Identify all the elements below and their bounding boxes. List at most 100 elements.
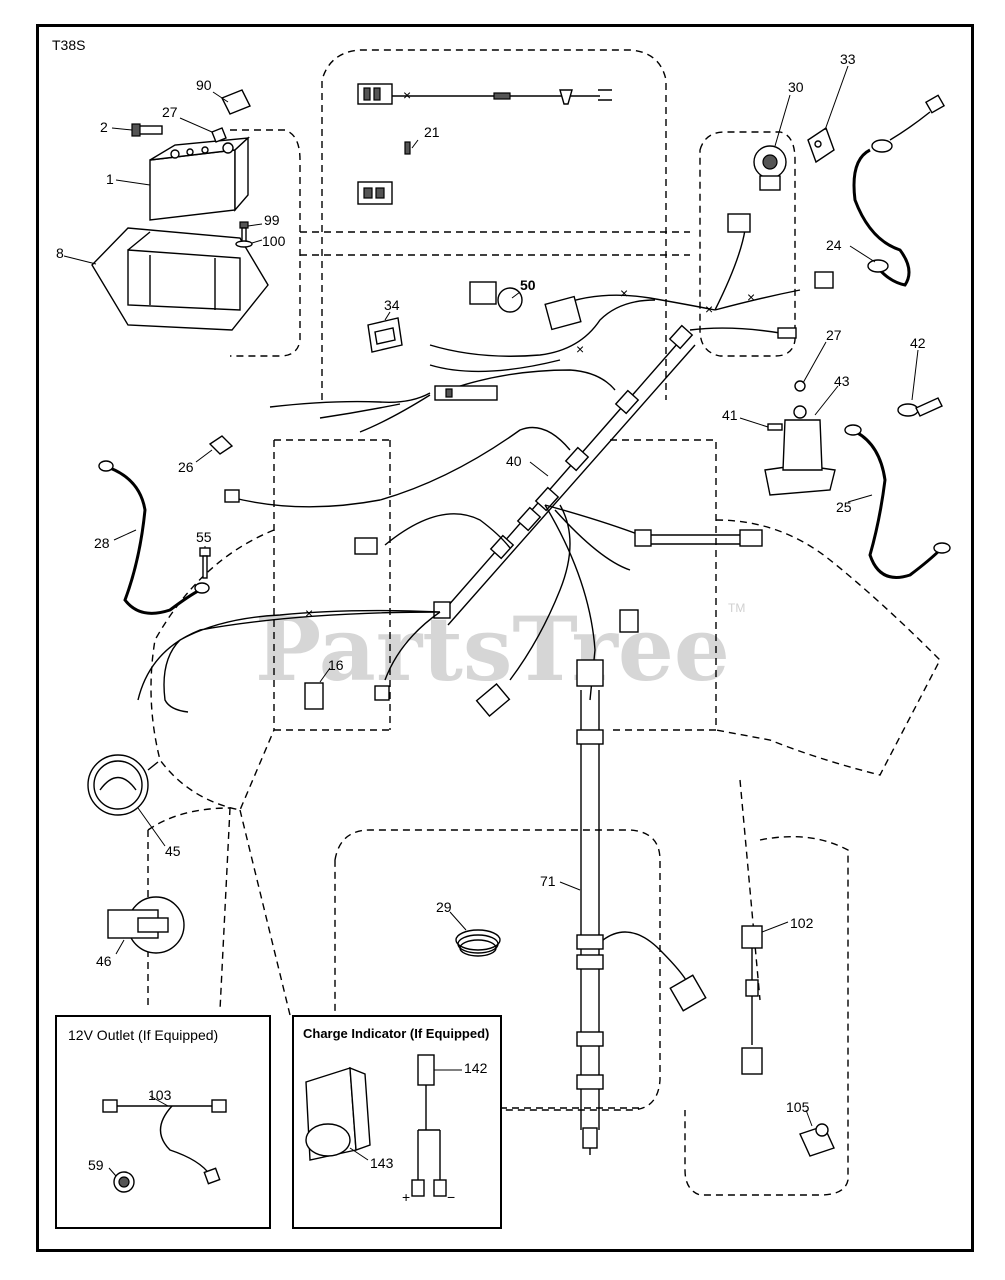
callout-41: 41	[722, 407, 738, 423]
connector-upper-right	[727, 213, 751, 233]
battery-tray	[91, 227, 269, 331]
callout-33: 33	[840, 51, 856, 67]
callout-105: 105	[786, 1099, 810, 1115]
right-fender-outline	[715, 519, 941, 776]
callout-30: 30	[788, 79, 804, 95]
callout-34: 34	[384, 297, 400, 313]
middle-pan-outline	[273, 439, 717, 731]
ammeter-45	[87, 754, 159, 816]
wire-to-lower-plugs	[509, 504, 641, 681]
pto-switch-wire	[429, 299, 656, 357]
callout-25: 25	[836, 499, 852, 515]
wire-to-regulator	[544, 504, 596, 701]
bolt-2	[131, 123, 163, 137]
outlet-box: 12V Outlet (If Equipped)	[55, 1015, 271, 1229]
hood-outline	[321, 49, 667, 400]
lower-right-outline	[684, 779, 849, 1196]
plug-connector	[354, 537, 378, 555]
svg-text:×: ×	[705, 301, 713, 317]
lower-center-outline	[499, 1107, 640, 1190]
harness-clips	[433, 324, 694, 619]
diagram-frame	[36, 24, 974, 1252]
charge-box: Charge Indicator (If Equipped) + −	[292, 1015, 502, 1229]
battery-area-outline	[230, 129, 301, 357]
solenoid-43	[764, 380, 836, 496]
connector-21	[357, 181, 393, 205]
ignition-lead	[229, 426, 571, 508]
clip-26	[208, 435, 234, 455]
callout-50: 50	[520, 277, 536, 293]
watermark-tm: TM	[728, 601, 745, 615]
connector-lower-left	[475, 682, 511, 718]
part-105	[799, 1123, 835, 1157]
wire-coil-29	[455, 929, 501, 957]
callout-2: 2	[100, 119, 108, 135]
svg-text:×: ×	[576, 341, 584, 357]
left-pigtail-wires	[269, 392, 431, 433]
polarity-minus: −	[447, 1189, 455, 1205]
left-fender-outline	[150, 529, 275, 811]
relay-33	[807, 126, 835, 164]
charge-box-title: Charge Indicator (If Equipped)	[303, 1026, 489, 1041]
callout-42: 42	[910, 335, 926, 351]
svg-text:×: ×	[620, 285, 628, 301]
callout-labels: 90 27 2 1 99 100 8 21 30 33 24 50 34 27 …	[56, 51, 926, 1173]
connector-harness-end	[224, 489, 240, 503]
seat-switch-wire	[429, 359, 561, 373]
leader-lines	[63, 65, 919, 1177]
outlet-box-title: 12V Outlet (If Equipped)	[68, 1027, 218, 1043]
callout-143: 143	[370, 1155, 394, 1171]
callout-142: 142	[464, 1060, 488, 1076]
connector-far-right	[814, 271, 834, 289]
callout-28: 28	[94, 535, 110, 551]
callout-16: 16	[328, 657, 344, 673]
left-branch-wire	[439, 369, 616, 394]
right-upper-outline	[699, 131, 796, 357]
callout-55: 55	[196, 529, 212, 545]
diagram-code: T38S	[52, 37, 85, 53]
pto-switch	[469, 281, 582, 331]
connector-regulator	[619, 609, 639, 633]
switch-16	[304, 682, 324, 710]
watermark: PartsTree	[255, 597, 730, 701]
callout-45: 45	[165, 843, 181, 859]
callout-24: 24	[826, 237, 842, 253]
nut-27a	[211, 127, 227, 143]
inline-fuse	[434, 385, 498, 401]
main-harness-trunk	[439, 334, 696, 626]
cable-25	[844, 424, 951, 579]
callout-8: 8	[56, 245, 64, 261]
connector-near-16	[374, 685, 390, 701]
screw-55	[199, 547, 211, 579]
callout-99: 99	[264, 212, 280, 228]
callout-46: 46	[96, 953, 112, 969]
callout-26: 26	[178, 459, 194, 475]
fuse-21	[404, 141, 411, 155]
callout-27-solenoid: 27	[826, 327, 842, 343]
battery-cable-24	[852, 94, 946, 287]
screw-41	[767, 423, 783, 431]
wire-to-16	[384, 611, 441, 681]
callout-29: 29	[436, 899, 452, 915]
svg-text:×: ×	[305, 605, 313, 621]
part-102	[741, 925, 763, 1075]
terminal-cover-90	[221, 89, 251, 115]
battery	[149, 136, 251, 221]
terminal-42	[897, 397, 943, 417]
callout-1: 1	[106, 171, 114, 187]
crossbar-outline	[300, 231, 690, 256]
callout-40: 40	[506, 453, 522, 469]
svg-text:×: ×	[747, 289, 755, 305]
right-terminal-connector	[777, 327, 797, 339]
plug-wire	[384, 513, 511, 549]
callout-103: 103	[148, 1087, 172, 1103]
ground-cable-28	[98, 460, 210, 615]
callout-102: 102	[790, 915, 814, 931]
callout-27-battery: 27	[162, 104, 178, 120]
callout-21: 21	[424, 124, 440, 140]
connector-right-pair	[634, 529, 763, 547]
callout-43: 43	[834, 373, 850, 389]
harness-71	[576, 659, 707, 1155]
ground-wire	[137, 609, 441, 713]
